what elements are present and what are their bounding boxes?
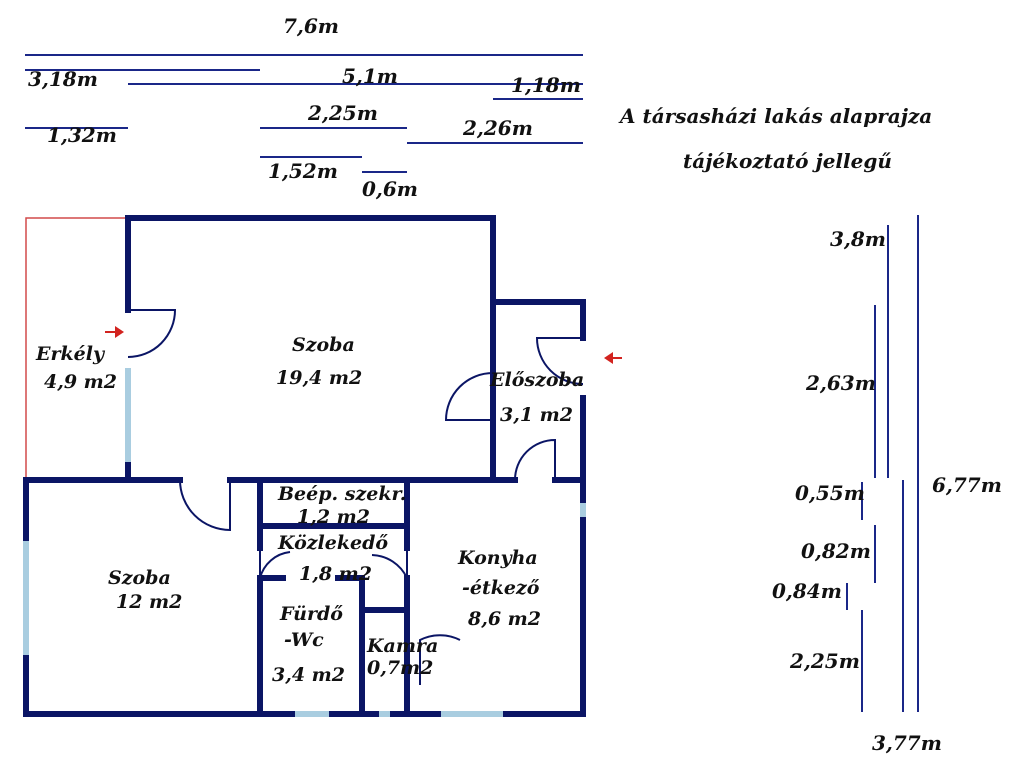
room-furdo: Fürdő -Wc 3,4 m2 <box>272 603 345 686</box>
plan-title: A társasházi lakás alaprajza tájékoztató… <box>618 104 932 173</box>
dim-label-0-84: 0,84m <box>772 579 842 603</box>
room-kamra-name: Kamra <box>366 635 438 657</box>
plan-title-line-2: tájékoztató jellegű <box>683 149 892 173</box>
room-kozlekedo-name: Közlekedő <box>277 532 388 554</box>
plan-title-line-1: A társasházi lakás alaprajza <box>618 104 932 128</box>
room-szoba-big: Szoba 19,4 m2 <box>276 334 362 389</box>
room-szoba-small: Szoba 12 m2 <box>108 567 182 613</box>
room-furdo-name: Fürdő <box>279 603 343 625</box>
balcony-outline <box>25 217 128 480</box>
room-beep-szekreny: Beép. szekr. 1,2 m2 <box>277 483 406 528</box>
door-balcony <box>127 309 177 358</box>
door-left-room <box>179 479 231 532</box>
dim-label-0-55: 0,55m <box>795 481 865 505</box>
room-konyha-area: 8,6 m2 <box>467 608 541 630</box>
room-labels: Erkély 4,9 m2 Szoba 19,4 m2 Előszoba 3,1… <box>35 334 584 686</box>
side-dimension-labels: 3,8m 2,63m 0,55m 0,82m 0,84m 6,77m 2,25m… <box>772 227 1002 755</box>
dim-label-2-63: 2,63m <box>805 371 876 395</box>
room-kozlekedo: Közlekedő 1,8 m2 <box>277 532 388 585</box>
room-konyha-name: Konyha <box>457 547 538 569</box>
dim-label-1-52: 1,52m <box>268 159 338 183</box>
arrow-entrance-icon <box>604 352 622 364</box>
walls <box>23 215 586 717</box>
room-szoba-big-name: Szoba <box>292 334 355 356</box>
room-eloszoba-name: Előszoba <box>489 369 584 391</box>
door-bath-top <box>259 548 291 579</box>
room-szoba-small-area: 12 m2 <box>116 591 182 613</box>
door-swings <box>127 309 584 685</box>
dim-label-3-8: 3,8m <box>830 227 886 251</box>
room-furdo-area: 3,4 m2 <box>272 664 345 686</box>
dim-label-1-32: 1,32m <box>47 123 117 147</box>
room-konyha: Konyha -étkező 8,6 m2 <box>457 547 541 630</box>
dim-label-3-77: 3,77m <box>872 731 942 755</box>
dim-label-6-77: 6,77m <box>932 473 1002 497</box>
arrow-balcony-icon <box>105 326 124 338</box>
room-kamra: Kamra 0,7m2 <box>366 635 438 679</box>
dim-label-0-6: 0,6m <box>362 177 418 201</box>
door-pantry <box>419 634 461 685</box>
dim-label-3-18: 3,18m <box>28 67 98 91</box>
dim-label-total-width: 7,6m <box>283 14 339 38</box>
room-szoba-big-area: 19,4 m2 <box>276 367 362 389</box>
room-kamra-area: 0,7m2 <box>367 657 433 679</box>
dim-label-2-26: 2,26m <box>462 116 533 140</box>
dim-label-1-18: 1,18m <box>511 73 581 97</box>
door-kitchen-hall <box>514 438 556 481</box>
room-erkely-area: 4,9 m2 <box>44 371 117 393</box>
room-eloszoba: Előszoba 3,1 m2 <box>489 369 584 426</box>
dim-label-5-1: 5,1m <box>342 64 398 88</box>
dim-label-2-25: 2,25m <box>307 101 378 125</box>
room-kozlekedo-area: 1,8 m2 <box>299 563 372 585</box>
dim-label-2-25-side: 2,25m <box>789 649 860 673</box>
room-konyha-name-2: -étkező <box>462 577 540 599</box>
door-entrance <box>535 337 584 385</box>
entrance-arrows <box>105 326 622 364</box>
top-dimension-lines <box>25 54 583 173</box>
room-erkely: Erkély 4,9 m2 <box>35 343 117 393</box>
dim-label-0-82: 0,82m <box>801 539 871 563</box>
room-beep-name: Beép. szekr. <box>277 483 406 505</box>
door-kitchen-corridor <box>371 548 408 579</box>
top-dimension-labels: 7,6m 3,18m 5,1m 1,18m 2,25m 1,32m 2,26m … <box>28 14 581 201</box>
room-szoba-small-name: Szoba <box>108 567 171 589</box>
room-erkely-name: Erkély <box>35 343 106 365</box>
door-big-room <box>444 372 494 421</box>
room-beep-area: 1,2 m2 <box>297 506 370 528</box>
room-eloszoba-area: 3,1 m2 <box>500 404 573 426</box>
room-furdo-name-2: -Wc <box>284 629 324 651</box>
side-dimension-lines <box>846 215 919 712</box>
